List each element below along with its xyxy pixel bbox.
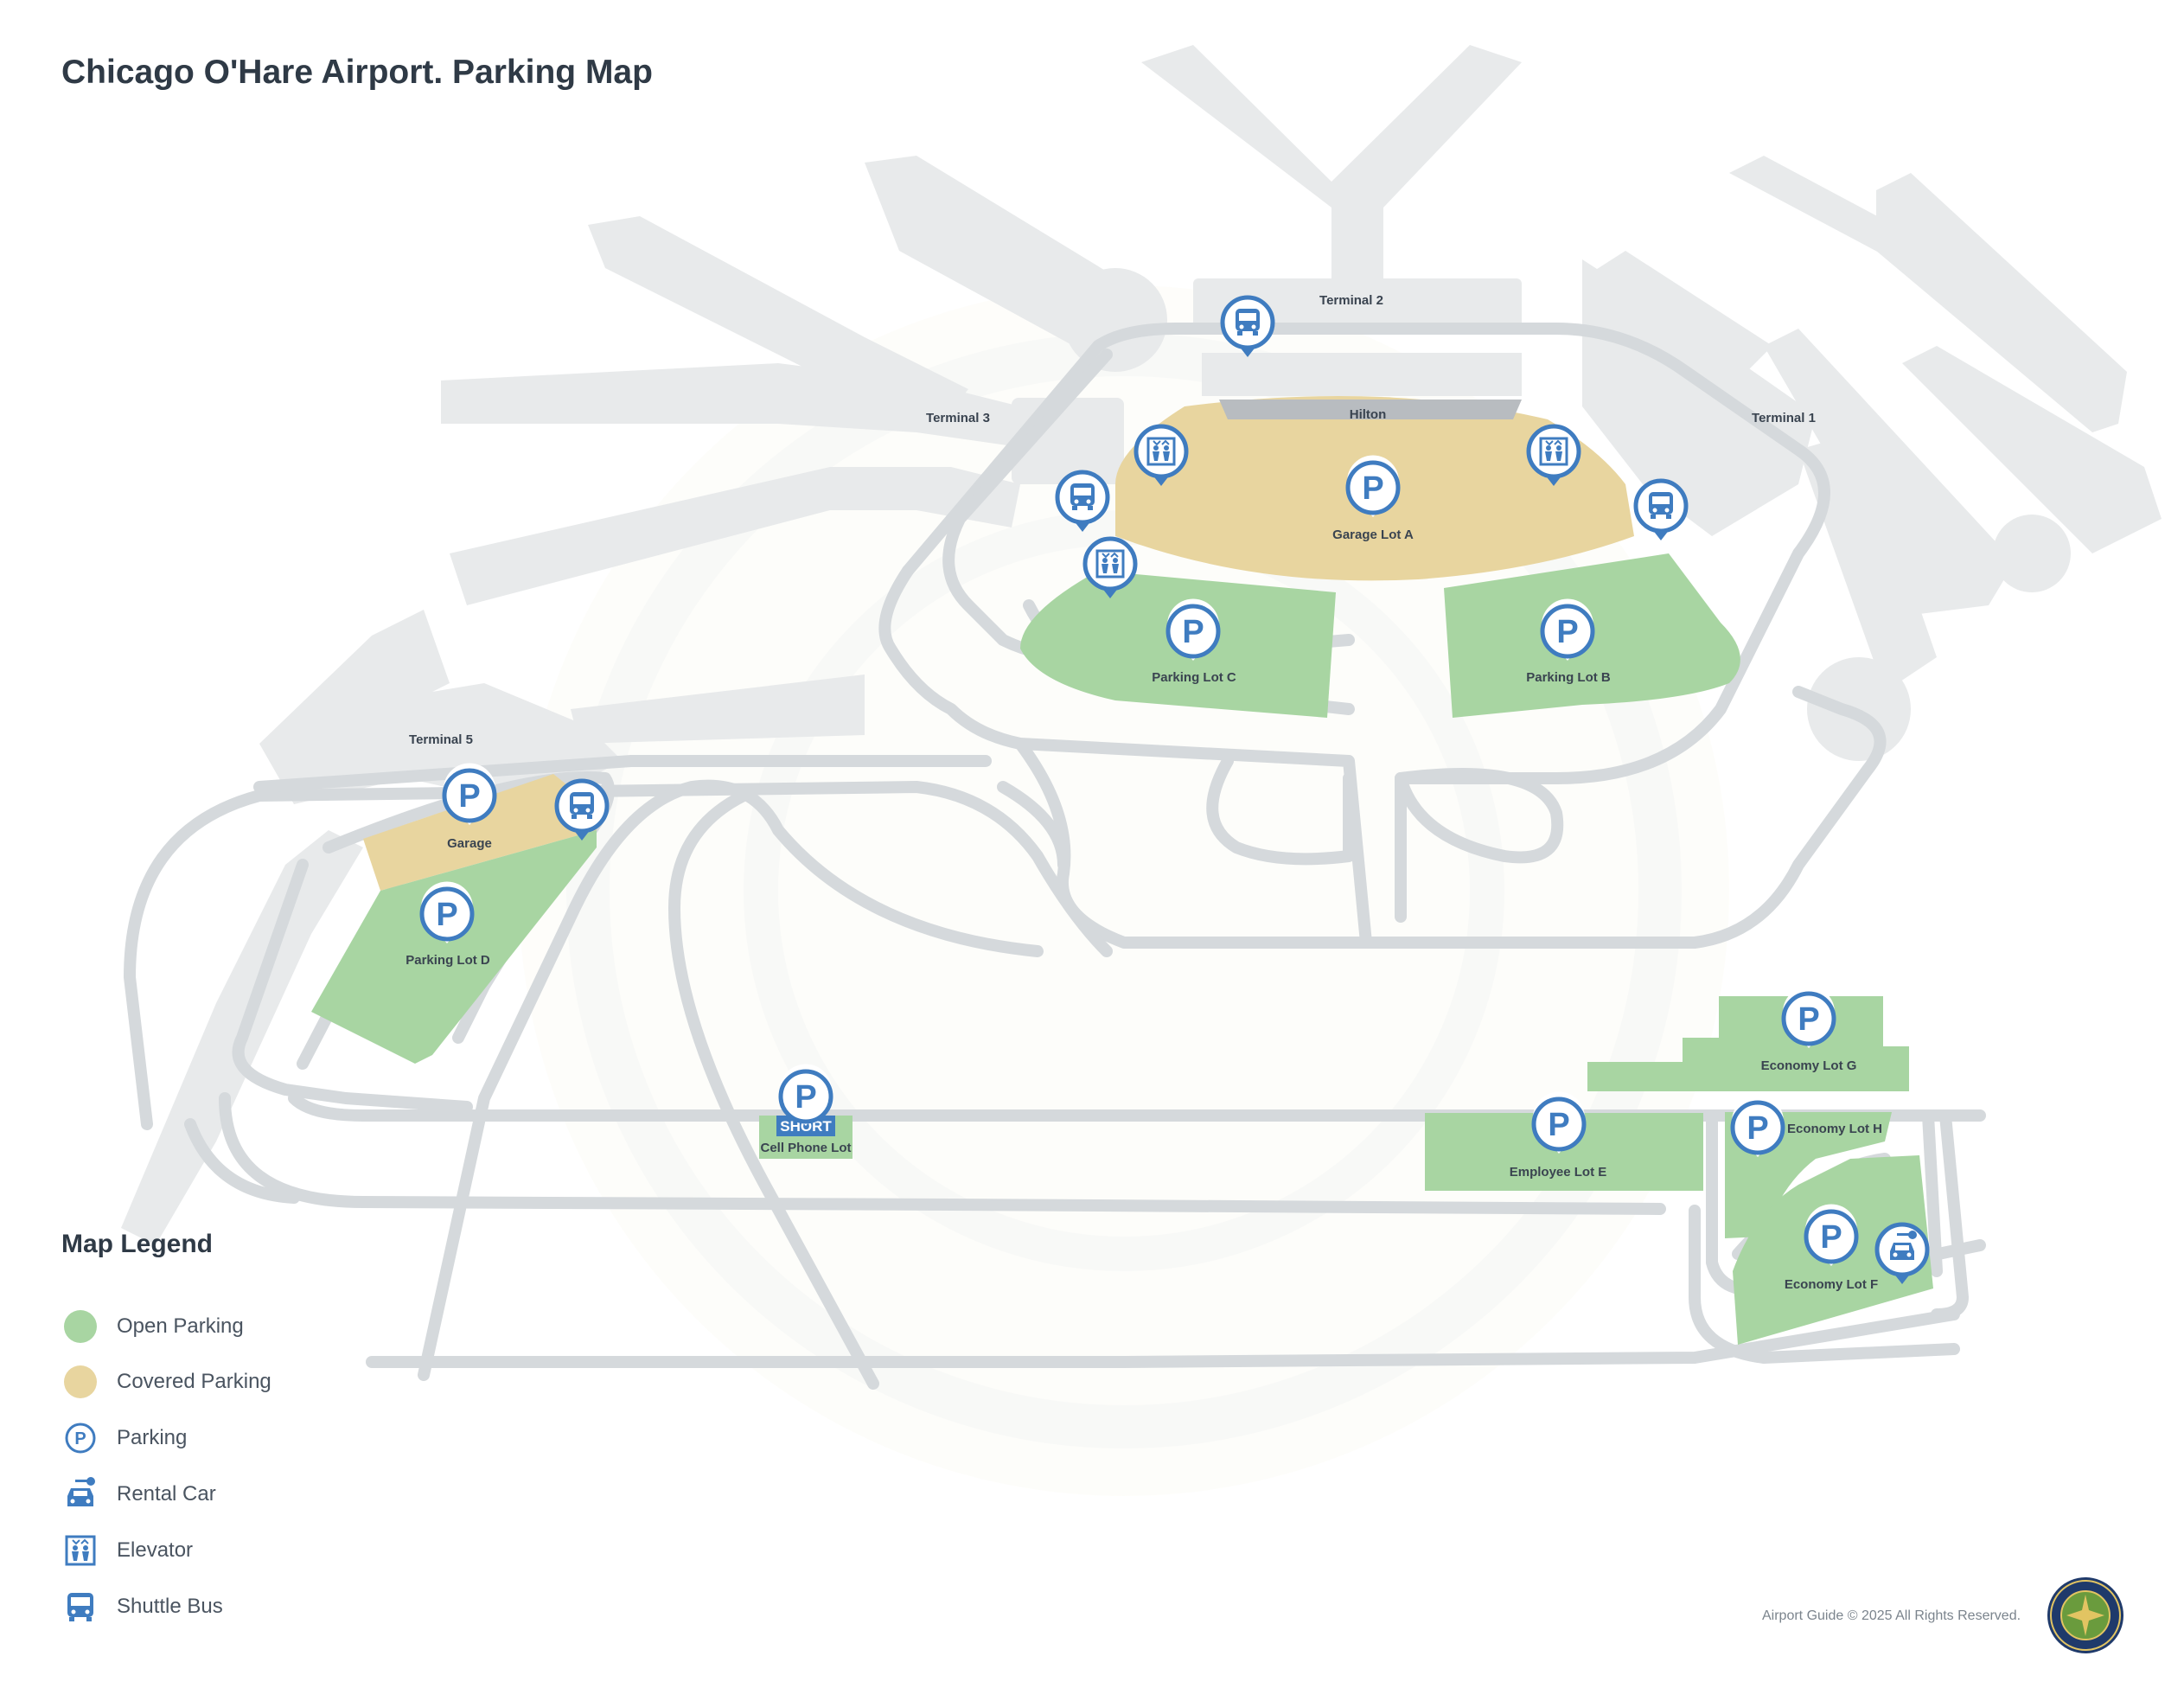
covered-parking-swatch <box>64 1365 97 1398</box>
parking-marker-lot-b[interactable] <box>1542 599 1593 661</box>
parking-marker-garage-t5[interactable] <box>444 764 495 825</box>
national-airport-database-logo <box>2047 1577 2123 1653</box>
economy-lot-f-label: Economy Lot F <box>1785 1277 1878 1292</box>
hilton-building <box>1219 400 1522 419</box>
shuttle-bus-icon <box>67 1593 93 1621</box>
roads <box>124 323 1986 1390</box>
parking-marker-employee-e[interactable] <box>1533 1092 1585 1154</box>
parking-marker-garage-a[interactable] <box>1347 456 1399 517</box>
elevator-icon <box>65 1535 96 1566</box>
economy-lot-g-label: Economy Lot G <box>1761 1058 1857 1073</box>
legend-label: Elevator <box>117 1538 194 1562</box>
terminal-3-label: Terminal 3 <box>926 411 990 425</box>
svg-text:P: P <box>74 1429 86 1448</box>
legend-label: Rental Car <box>117 1482 216 1506</box>
svg-text:SHORT: SHORT <box>780 1118 832 1135</box>
rental-car-icon <box>67 1477 95 1506</box>
legend-title: Map Legend <box>61 1230 214 1258</box>
parking-lot-d-label: Parking Lot D <box>406 953 490 968</box>
employee-lot-e-label: Employee Lot E <box>1510 1165 1607 1180</box>
copyright-text: Airport Guide © 2025 All Rights Reserved… <box>1762 1608 2021 1623</box>
legend-open-parking: Open Parking <box>61 1308 244 1346</box>
garage-lot-a-label: Garage Lot A <box>1332 528 1414 542</box>
legend-label: Open Parking <box>117 1314 244 1338</box>
garage-t5-label: Garage <box>447 836 492 851</box>
legend-shuttle-bus: Shuttle Bus <box>61 1588 223 1626</box>
parking-marker-lot-d[interactable] <box>421 882 473 943</box>
legend-elevator: Elevator <box>61 1531 193 1570</box>
economy-lot-h-label: Economy Lot H <box>1787 1122 1882 1136</box>
legend-label: Parking <box>117 1426 188 1449</box>
legend-covered-parking: Covered Parking <box>61 1363 271 1401</box>
parking-lot-b-label: Parking Lot B <box>1526 670 1611 685</box>
terminal-5-label: Terminal 5 <box>409 732 473 747</box>
parking-lot-d-area <box>311 830 597 1064</box>
cell-phone-lot-label: Cell Phone Lot <box>761 1141 852 1155</box>
legend-rental-car: Rental Car <box>61 1475 216 1513</box>
parking-marker-economy-f[interactable] <box>1805 1205 1857 1266</box>
parking-marker-economy-h[interactable] <box>1732 1096 1784 1157</box>
legend-label: Covered Parking <box>117 1370 271 1393</box>
parking-marker-cell-phone[interactable] <box>780 1065 832 1126</box>
garage-t5-area <box>363 774 597 891</box>
open-parking-swatch <box>64 1310 97 1343</box>
hilton-label: Hilton <box>1350 407 1387 422</box>
legend-parking: P Parking <box>61 1419 187 1457</box>
shuttle-bus-marker-t1[interactable] <box>1636 481 1686 540</box>
terminal-2-label: Terminal 2 <box>1319 293 1383 308</box>
page-title: Chicago O'Hare Airport. Parking Map <box>61 54 653 91</box>
terminal-1-label: Terminal 1 <box>1752 411 1816 425</box>
legend-label: Shuttle Bus <box>117 1595 223 1618</box>
parking-icon: P <box>65 1423 96 1454</box>
map-labels: Terminal 2 Terminal 3 Terminal 1 Termina… <box>406 293 1882 1292</box>
parking-marker-lot-c[interactable] <box>1167 599 1219 661</box>
parking-marker-economy-g[interactable] <box>1783 987 1835 1048</box>
parking-lot-c-label: Parking Lot C <box>1152 670 1236 685</box>
